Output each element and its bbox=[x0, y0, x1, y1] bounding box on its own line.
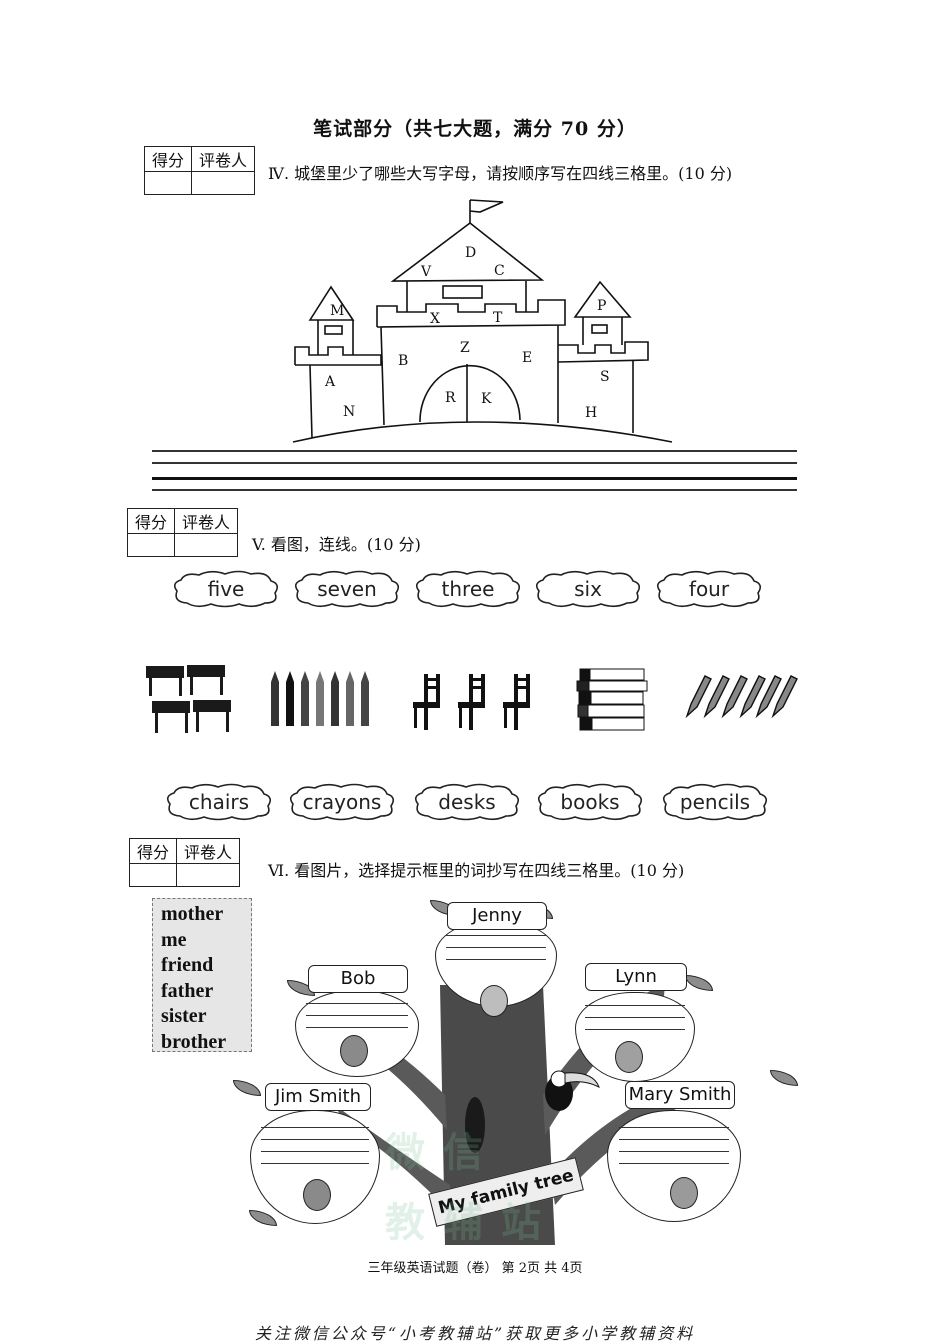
jenny-face-icon bbox=[480, 985, 508, 1017]
number-cloud-five[interactable]: five bbox=[169, 569, 283, 609]
cloud-icon bbox=[289, 783, 395, 821]
number-cloud-three[interactable]: three bbox=[411, 569, 525, 609]
hint-word: me bbox=[161, 928, 187, 951]
cloud-icon bbox=[166, 783, 272, 821]
noun-cloud-books[interactable]: books bbox=[533, 782, 647, 822]
section-iv-title: Ⅳ. 城堡里少了哪些大写字母，请按顺序写在四线三格里。(10 分) bbox=[268, 164, 733, 183]
svg-text:M: M bbox=[330, 303, 344, 319]
jim-smith-face-icon bbox=[303, 1179, 331, 1211]
svg-text:X: X bbox=[430, 311, 440, 327]
svg-text:N: N bbox=[343, 404, 355, 420]
noun-word: crayons bbox=[302, 790, 382, 814]
number-word: three bbox=[441, 577, 495, 601]
cloud-icon bbox=[535, 570, 641, 608]
bob-face-icon bbox=[340, 1035, 368, 1067]
number-word: five bbox=[207, 577, 245, 601]
noun-word: books bbox=[560, 790, 620, 814]
grid-line bbox=[152, 462, 797, 464]
number-word: seven bbox=[317, 577, 377, 601]
name-tag-jim-smith: Jim Smith bbox=[265, 1083, 371, 1111]
svg-text:S: S bbox=[600, 369, 610, 385]
number-cloud-six[interactable]: six bbox=[531, 569, 645, 609]
noun-cloud-pencils[interactable]: pencils bbox=[658, 782, 772, 822]
noun-word: pencils bbox=[679, 790, 751, 814]
noun-cloud-desks[interactable]: desks bbox=[410, 782, 524, 822]
svg-text:D: D bbox=[465, 245, 476, 261]
score-cell[interactable] bbox=[127, 533, 175, 557]
hint-word: sister bbox=[161, 1005, 207, 1027]
cloud-icon bbox=[414, 783, 520, 821]
pencils-picture[interactable] bbox=[683, 670, 803, 720]
score-label: 得分 bbox=[129, 838, 177, 864]
score-cell[interactable] bbox=[129, 863, 177, 887]
number-word: six bbox=[574, 577, 602, 601]
svg-text:C: C bbox=[494, 263, 505, 279]
score-box-v: 得分评卷人 bbox=[127, 508, 238, 557]
crayons-picture[interactable] bbox=[268, 668, 374, 730]
section-v-title: V. 看图，连线。(10 分) bbox=[252, 535, 421, 554]
mary-smith-face-icon bbox=[670, 1177, 698, 1209]
score-box-vi: 得分评卷人 bbox=[129, 838, 240, 887]
grader-label: 评卷人 bbox=[176, 838, 240, 864]
noun-cloud-chairs[interactable]: chairs bbox=[162, 782, 276, 822]
grader-label: 评卷人 bbox=[191, 146, 255, 172]
cloud-icon bbox=[415, 570, 521, 608]
number-word: four bbox=[688, 577, 730, 601]
grader-cell[interactable] bbox=[191, 171, 255, 195]
hint-word: mother bbox=[161, 903, 224, 925]
cloud-icon bbox=[656, 570, 762, 608]
svg-text:K: K bbox=[481, 391, 492, 407]
number-cloud-four[interactable]: four bbox=[652, 569, 766, 609]
grid-line bbox=[152, 477, 797, 480]
svg-text:B: B bbox=[398, 353, 408, 369]
name-tag-mary-smith: Mary Smith bbox=[625, 1081, 735, 1109]
books-picture[interactable] bbox=[575, 667, 651, 733]
noun-cloud-crayons[interactable]: crayons bbox=[285, 782, 399, 822]
hint-word: friend bbox=[161, 954, 214, 976]
name-tag-jenny: Jenny bbox=[447, 902, 547, 930]
svg-text:R: R bbox=[445, 390, 456, 406]
cloud-icon bbox=[662, 783, 768, 821]
page-footer: 三年级英语试题（卷） 第 2页 共 4页 bbox=[367, 1261, 583, 1276]
svg-text:T: T bbox=[493, 310, 503, 326]
grid-line bbox=[152, 450, 797, 452]
toucan-icon bbox=[545, 1070, 600, 1111]
lynn-face-icon bbox=[615, 1041, 643, 1073]
score-label: 得分 bbox=[144, 146, 192, 172]
svg-text:Z: Z bbox=[460, 340, 470, 356]
score-box-iv: 得分评卷人 bbox=[144, 146, 255, 195]
section-vi-title: Ⅵ. 看图片，选择提示框里的词抄写在四线三格里。(10 分) bbox=[268, 861, 685, 880]
hint-word: father bbox=[161, 979, 214, 1002]
grader-cell[interactable] bbox=[174, 533, 238, 557]
name-tag-lynn: Lynn bbox=[585, 963, 687, 991]
number-cloud-seven[interactable]: seven bbox=[290, 569, 404, 609]
score-label: 得分 bbox=[127, 508, 175, 534]
watermark-line1: 微信 bbox=[385, 1130, 501, 1176]
castle-illustration: D V C M P X T Z B E A S R K N H bbox=[292, 199, 673, 443]
cloud-icon bbox=[173, 570, 279, 608]
svg-text:H: H bbox=[585, 405, 597, 421]
desks-picture[interactable] bbox=[143, 660, 235, 738]
noun-word: chairs bbox=[188, 790, 250, 814]
name-tag-bob: Bob bbox=[308, 965, 408, 993]
hint-word: brother bbox=[161, 1030, 227, 1053]
noun-word: desks bbox=[438, 790, 496, 814]
family-tree-illustration: Jenny Bob Lynn Jim Smith Mary Smith My f… bbox=[225, 885, 805, 1246]
page-title: 笔试部分（共七大题，满分 70 分） bbox=[313, 118, 637, 140]
grader-label: 评卷人 bbox=[174, 508, 238, 534]
chairs-picture[interactable] bbox=[410, 672, 542, 732]
cloud-icon bbox=[537, 783, 643, 821]
watermark-line2: 教辅站 bbox=[385, 1200, 559, 1246]
bottom-note: 关注微信公众号“小考教辅站”获取更多小学教辅资料 bbox=[254, 1324, 696, 1343]
svg-text:A: A bbox=[324, 374, 336, 390]
svg-text:E: E bbox=[522, 350, 532, 366]
word-hint-box: mother me friend father sister brother bbox=[152, 898, 252, 1053]
svg-text:V: V bbox=[420, 264, 432, 280]
score-cell[interactable] bbox=[144, 171, 192, 195]
cloud-icon bbox=[294, 570, 400, 608]
svg-text:P: P bbox=[597, 298, 606, 314]
grid-line bbox=[152, 489, 797, 491]
grader-cell[interactable] bbox=[176, 863, 240, 887]
